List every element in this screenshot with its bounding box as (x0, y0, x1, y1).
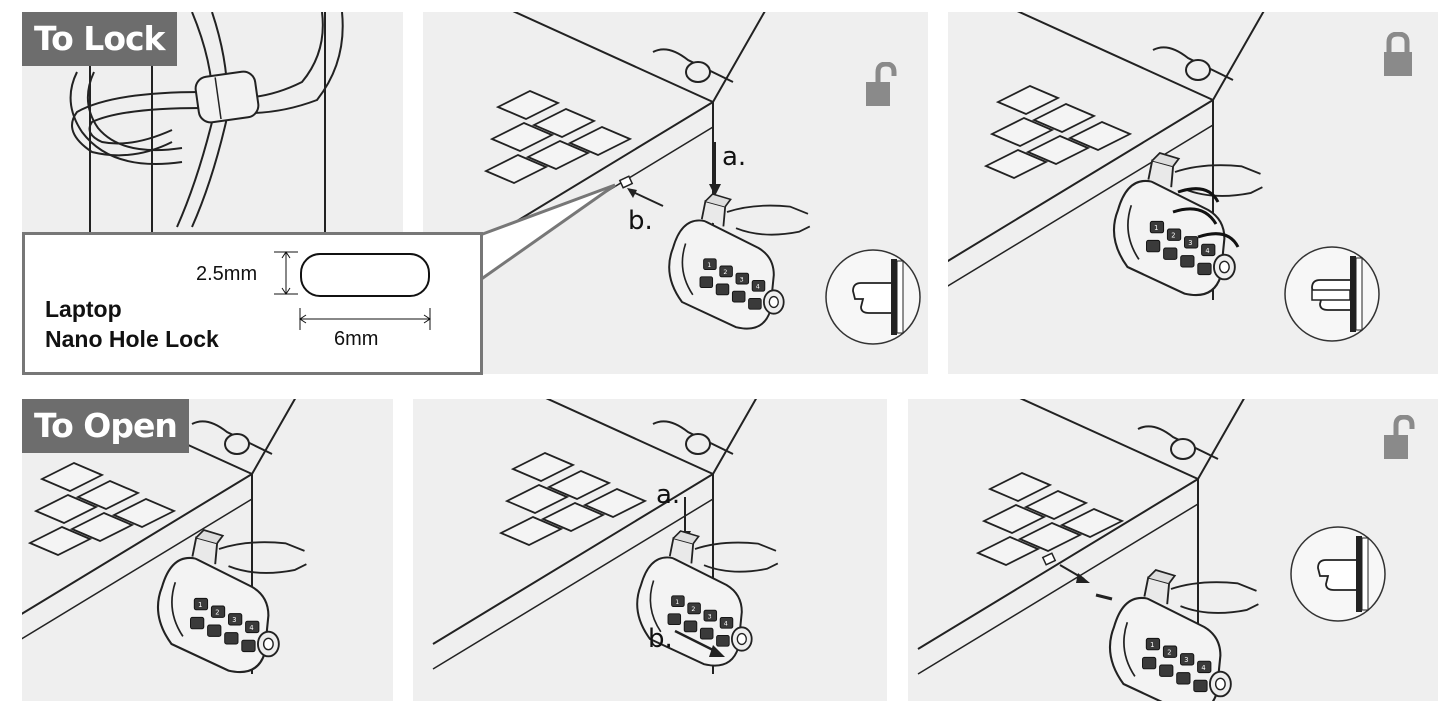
step-label-lock-a: a. (722, 142, 747, 172)
nano-slot-shape (300, 253, 430, 297)
cable-loop-illustration (69, 12, 344, 232)
lock-removed-illustration (917, 399, 1386, 701)
step-label-lock-b: b. (628, 206, 653, 236)
unlocked-padlock-icon-open (1384, 415, 1415, 459)
section-title-to-open: To Open (22, 399, 189, 453)
insert-lock-illustration (432, 12, 921, 345)
step-label-open-a: a. (656, 480, 681, 510)
slot-width-dimension: 6mm (334, 328, 379, 350)
unlocked-padlock-icon (866, 62, 897, 106)
scramble-dials-illustration (948, 12, 1380, 342)
press-and-pull-illustration (432, 399, 794, 675)
callout-title-line2: Nano Hole Lock (45, 326, 219, 352)
step-label-open-b: b. (648, 624, 673, 654)
callout-box (22, 232, 483, 375)
panel-insert-lock (423, 12, 928, 374)
locked-padlock-icon (1384, 32, 1412, 76)
panel-press-and-pull (413, 399, 887, 701)
panel-lock-removed (908, 399, 1438, 701)
slot-height-dimension: 2.5mm (196, 263, 258, 285)
section-title-to-lock: To Lock (22, 12, 177, 66)
callout-pointer (479, 183, 616, 282)
panel-scramble-dials (948, 12, 1438, 374)
slot-dimension-lines (274, 251, 431, 330)
callout-title-line1: Laptop (45, 296, 122, 322)
